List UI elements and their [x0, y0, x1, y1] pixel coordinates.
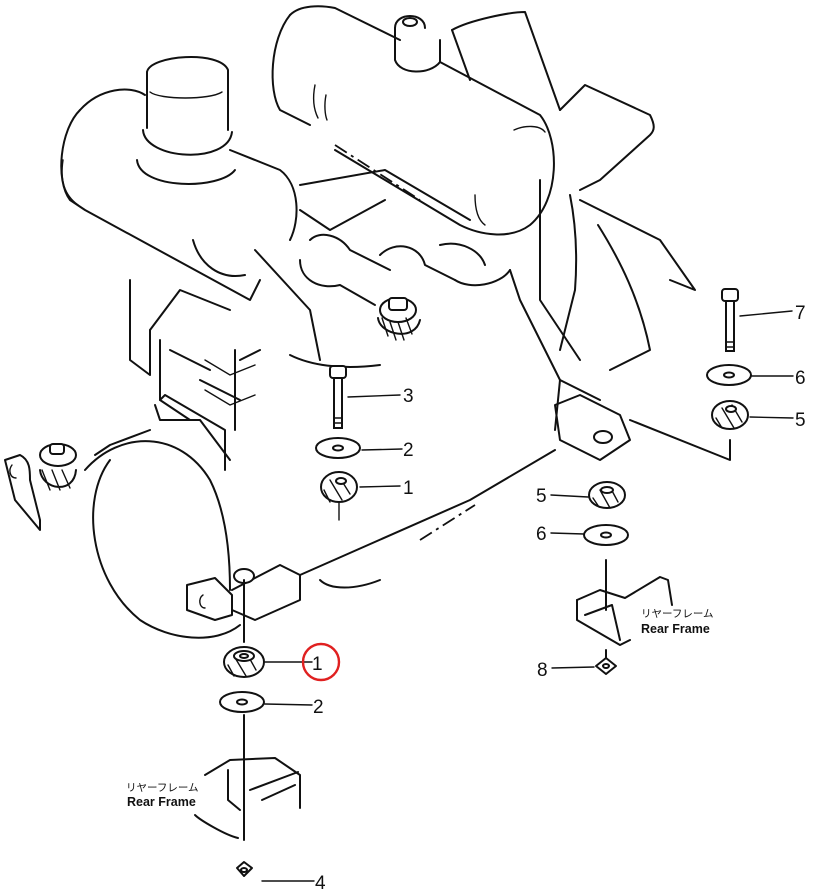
right-mount-assembly — [629, 288, 752, 461]
callout-6-right[interactable]: 6 — [751, 368, 806, 389]
callout-number: 1 — [312, 654, 323, 675]
callout-6-rear[interactable]: 6 — [536, 524, 585, 545]
callout-number: 2 — [403, 440, 414, 461]
rear-frame-label-jp: リヤーフレーム — [641, 608, 714, 620]
callout-number: 6 — [795, 368, 806, 389]
rear-frame-label-jp: リヤーフレーム — [126, 782, 199, 794]
callout-number: 2 — [313, 697, 324, 718]
rear-mount-assembly — [576, 481, 673, 675]
callout-1-front[interactable]: 1 — [264, 642, 341, 682]
callout-number: 5 — [536, 486, 547, 507]
callout-2-front[interactable]: 2 — [264, 697, 324, 718]
callout-1-mid[interactable]: 1 — [359, 478, 414, 499]
highlight-circle — [301, 642, 341, 682]
callout-number: 3 — [403, 386, 414, 407]
callout-2-mid[interactable]: 2 — [361, 440, 414, 461]
callout-number: 1 — [403, 478, 414, 499]
rear-frame-label-front: リヤーフレーム Rear Frame — [126, 782, 199, 809]
rear-frame-label-rear: リヤーフレーム Rear Frame — [641, 608, 714, 636]
callout-number: 5 — [795, 410, 806, 431]
callout-number: 8 — [537, 660, 548, 681]
rear-frame-label-en: Rear Frame — [641, 622, 710, 636]
callout-4-front[interactable]: 4 — [261, 873, 326, 894]
callout-3-mid[interactable]: 3 — [347, 386, 414, 407]
rear-frame-label-en: Rear Frame — [127, 795, 196, 809]
callout-7-right[interactable]: 7 — [739, 303, 806, 324]
mid-mount-assembly — [315, 365, 361, 521]
callout-5-rear[interactable]: 5 — [536, 486, 589, 507]
callout-number: 7 — [795, 303, 806, 324]
callout-8-rear[interactable]: 8 — [537, 660, 595, 681]
callout-5-right[interactable]: 5 — [749, 410, 806, 431]
front-mount-assembly — [194, 579, 301, 877]
callout-number: 6 — [536, 524, 547, 545]
engine-illustration — [4, 5, 696, 639]
callout-number: 4 — [315, 873, 326, 894]
